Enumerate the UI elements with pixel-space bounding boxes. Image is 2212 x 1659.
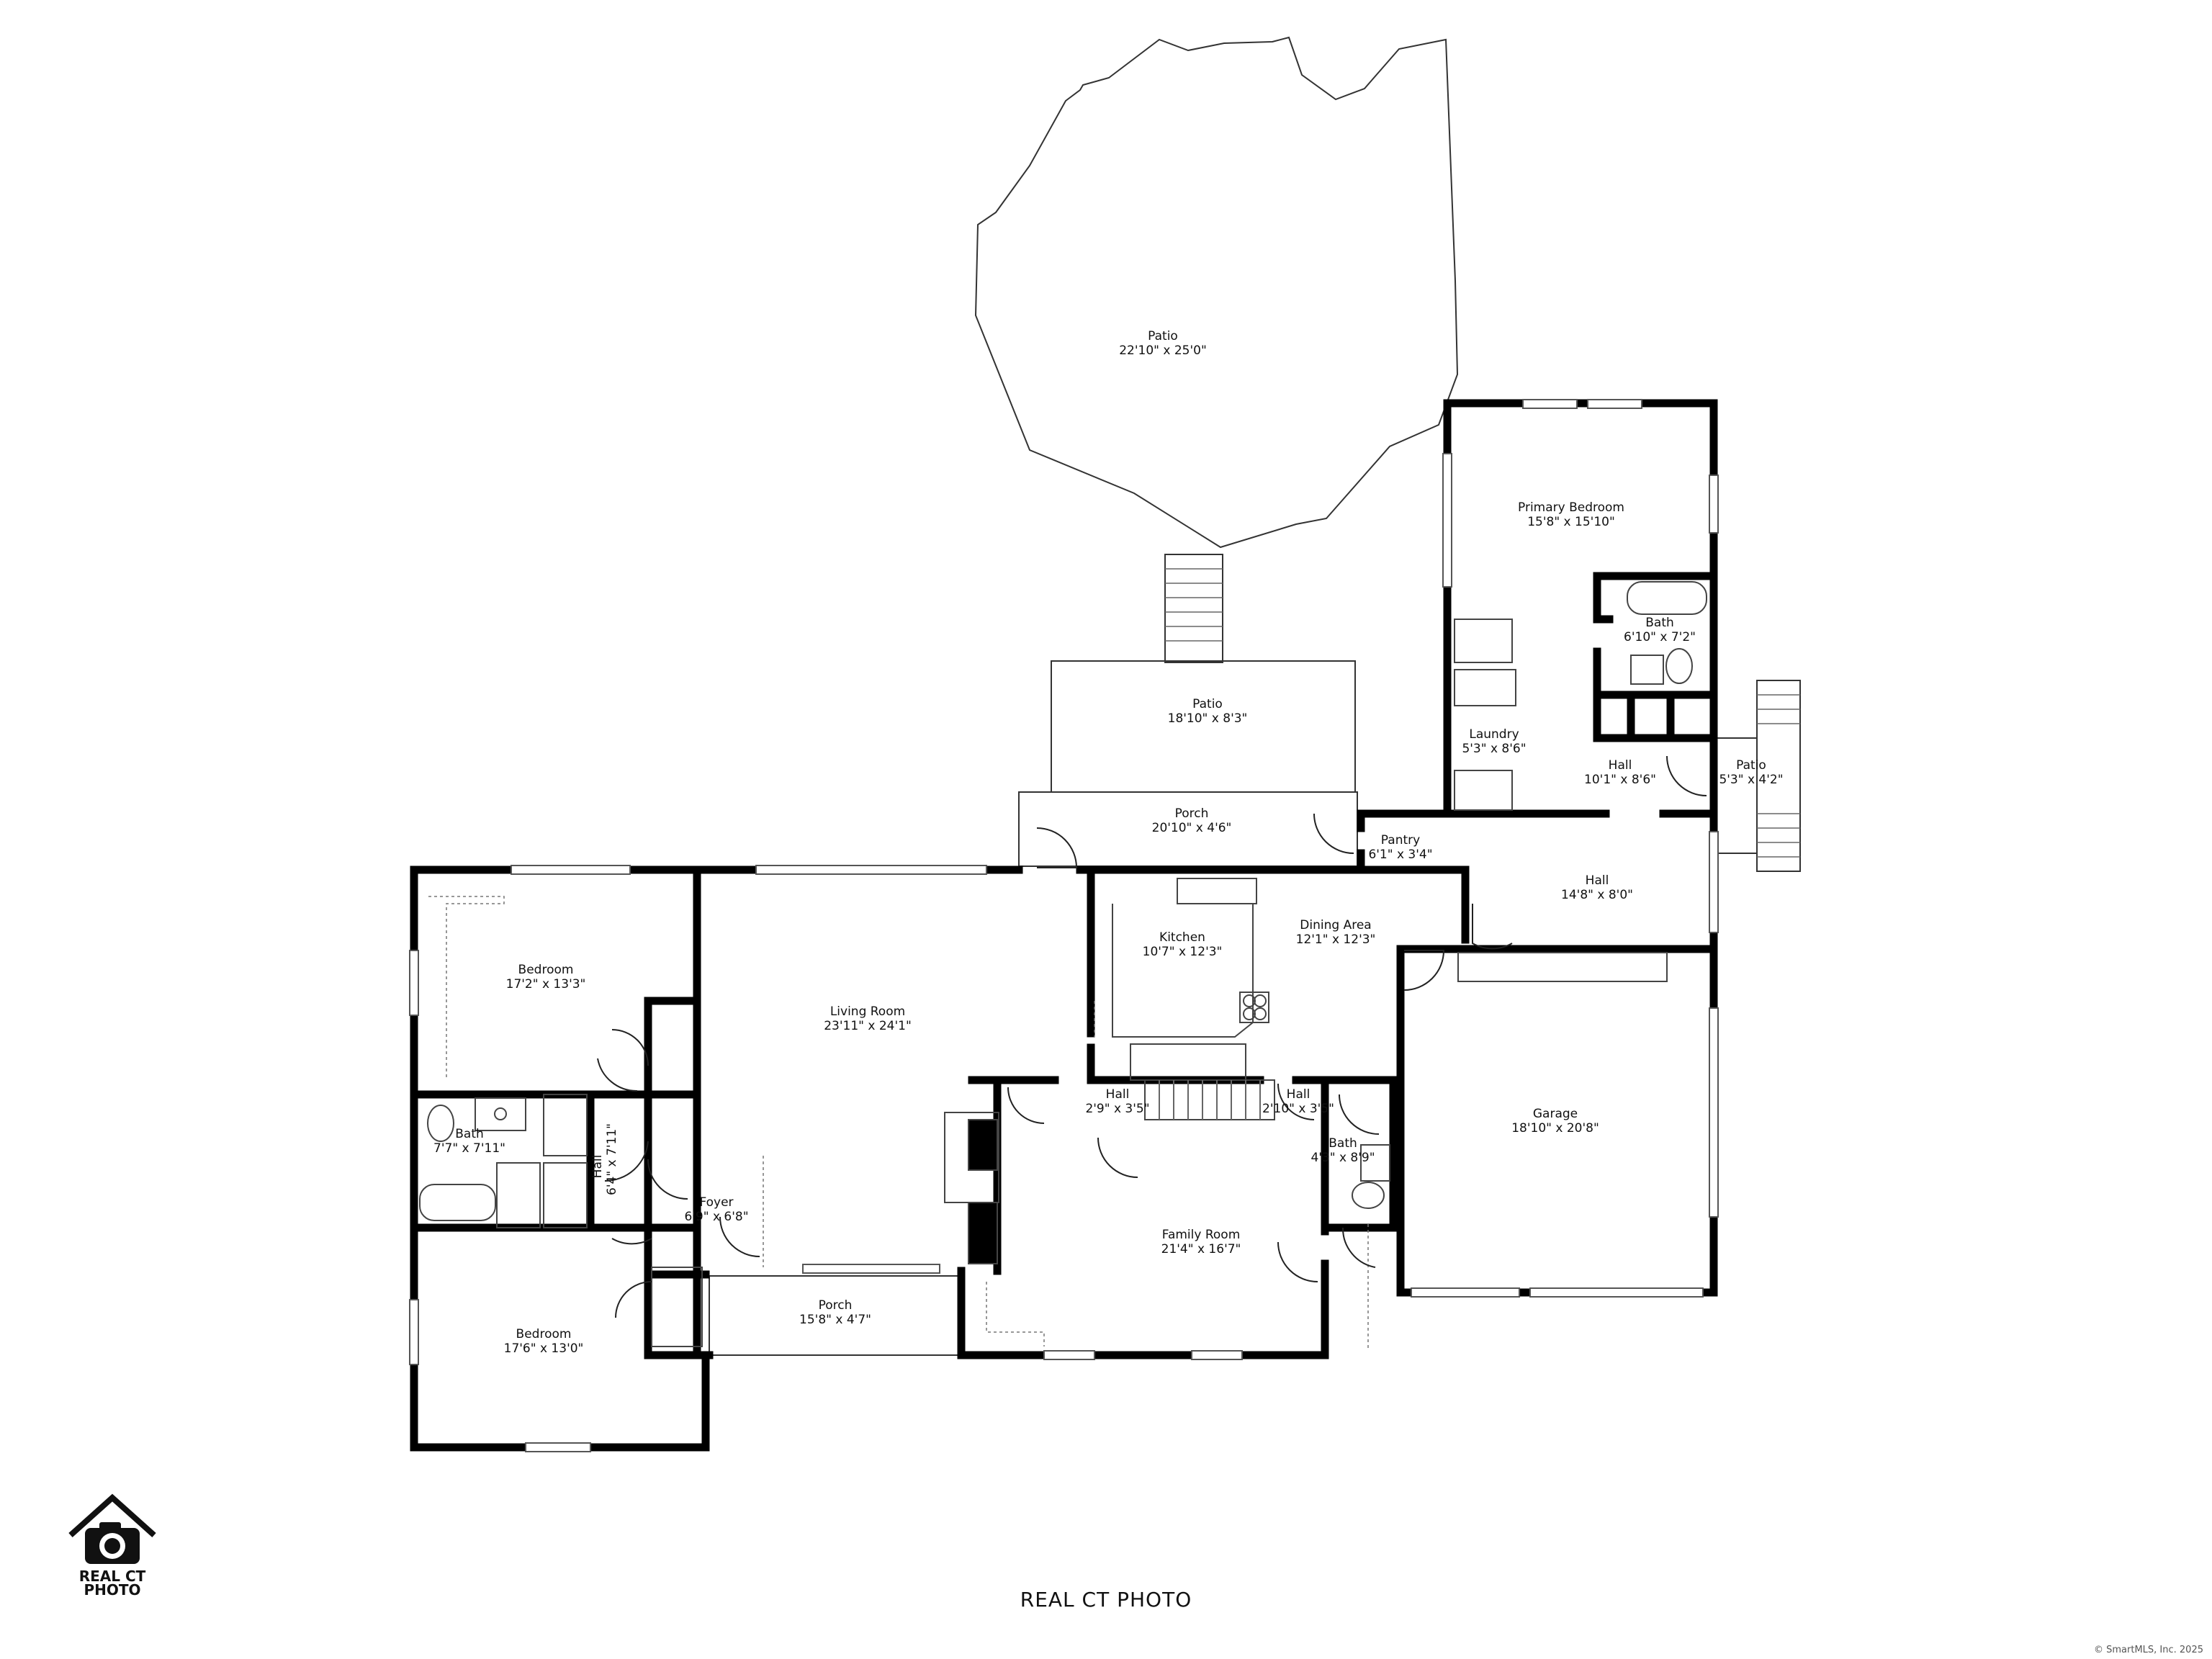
room-name: Porch (1175, 806, 1209, 821)
room-name: Dining Area (1300, 918, 1371, 932)
patio-stairs (1164, 554, 1223, 663)
room-dims: 5'3" x 4'2" (1719, 773, 1783, 787)
room-name: Bath (455, 1127, 484, 1141)
room-name: Pantry (1381, 833, 1420, 848)
room-name: Hall (590, 1155, 605, 1179)
room-dims: 22'10" x 25'0" (1119, 343, 1207, 358)
room-dims: 2'10" x 3'5" (1262, 1102, 1334, 1116)
windows (409, 399, 1719, 1452)
room-dims: 21'4" x 16'7" (1161, 1242, 1241, 1256)
room-name: Kitchen (1159, 930, 1205, 945)
room-name: Hall (1106, 1087, 1130, 1102)
room-dims: 18'10" x 20'8" (1511, 1121, 1599, 1136)
room-name: Patio (1148, 329, 1178, 343)
room-name: Hall (1287, 1087, 1310, 1102)
room-name: Bedroom (518, 963, 574, 977)
logo-text: REAL CT PHOTO (66, 1568, 158, 1599)
room-dims: 2'9" x 3'5" (1085, 1102, 1149, 1116)
room-name: Living Room (830, 1004, 905, 1019)
room-name: Family Room (1162, 1228, 1241, 1242)
patio-side-outline (1712, 737, 1758, 854)
room-dims: 10'1" x 8'6" (1584, 773, 1656, 787)
room-name: Patio (1736, 758, 1766, 773)
room-name: Bedroom (516, 1327, 572, 1341)
room-dims: 6'9" x 6'8" (684, 1210, 748, 1224)
room-name: Foyer (699, 1195, 733, 1210)
room-name: Hall (1609, 758, 1632, 773)
copyright: © SmartMLS, Inc. 2025 (2093, 1645, 2203, 1655)
room-name: Bath (1645, 616, 1674, 630)
room-name: Patio (1192, 697, 1223, 711)
patio-top-outline (974, 36, 1459, 549)
room-dims: 18'10" x 8'3" (1168, 711, 1248, 726)
room-name: Laundry (1469, 727, 1519, 742)
logo-line-2: PHOTO (84, 1581, 141, 1599)
room-labels: Patio 22'10" x 25'0" Primary Bedroom 15'… (433, 329, 1784, 1356)
room-dims: 7'7" x 7'11" (433, 1141, 505, 1156)
room-dims: 12'1" x 12'3" (1296, 932, 1376, 947)
room-dims: 5'3" x 8'6" (1462, 742, 1526, 756)
patio-mid-outline (1051, 660, 1356, 793)
room-name: Garage (1533, 1107, 1578, 1121)
room-dims: 17'2" x 13'3" (506, 977, 586, 992)
patio-side-stairs (1756, 680, 1801, 872)
room-dims: 14'8" x 8'0" (1561, 888, 1633, 902)
camera-house-icon (68, 1493, 156, 1564)
room-dims: 23'11" x 24'1" (824, 1019, 912, 1033)
caption: REAL CT PHOTO (1020, 1588, 1192, 1611)
room-dims: 15'8" x 15'10" (1527, 515, 1615, 529)
room-dims: 15'8" x 4'7" (799, 1313, 871, 1327)
room-dims: 17'6" x 13'0" (504, 1341, 584, 1356)
room-dims: 20'10" x 4'6" (1152, 821, 1232, 835)
dotted-outlines (428, 896, 1369, 1350)
room-dims: 6'10" x 7'2" (1624, 630, 1696, 644)
room-dims: 6'1" x 3'4" (1368, 848, 1432, 862)
room-name: Porch (819, 1298, 853, 1313)
room-name: Primary Bedroom (1518, 500, 1624, 515)
room-dims: 4'3" x 8'9" (1310, 1151, 1375, 1165)
room-name: Bath (1328, 1136, 1357, 1151)
logo-line-1: REAL CT (78, 1568, 146, 1585)
room-dims: 6'4" x 7'11" (605, 1123, 619, 1195)
fixtures (419, 581, 1707, 1347)
room-dims: 10'7" x 12'3" (1143, 945, 1223, 959)
room-name: Hall (1586, 873, 1609, 888)
doors (597, 755, 1707, 1318)
